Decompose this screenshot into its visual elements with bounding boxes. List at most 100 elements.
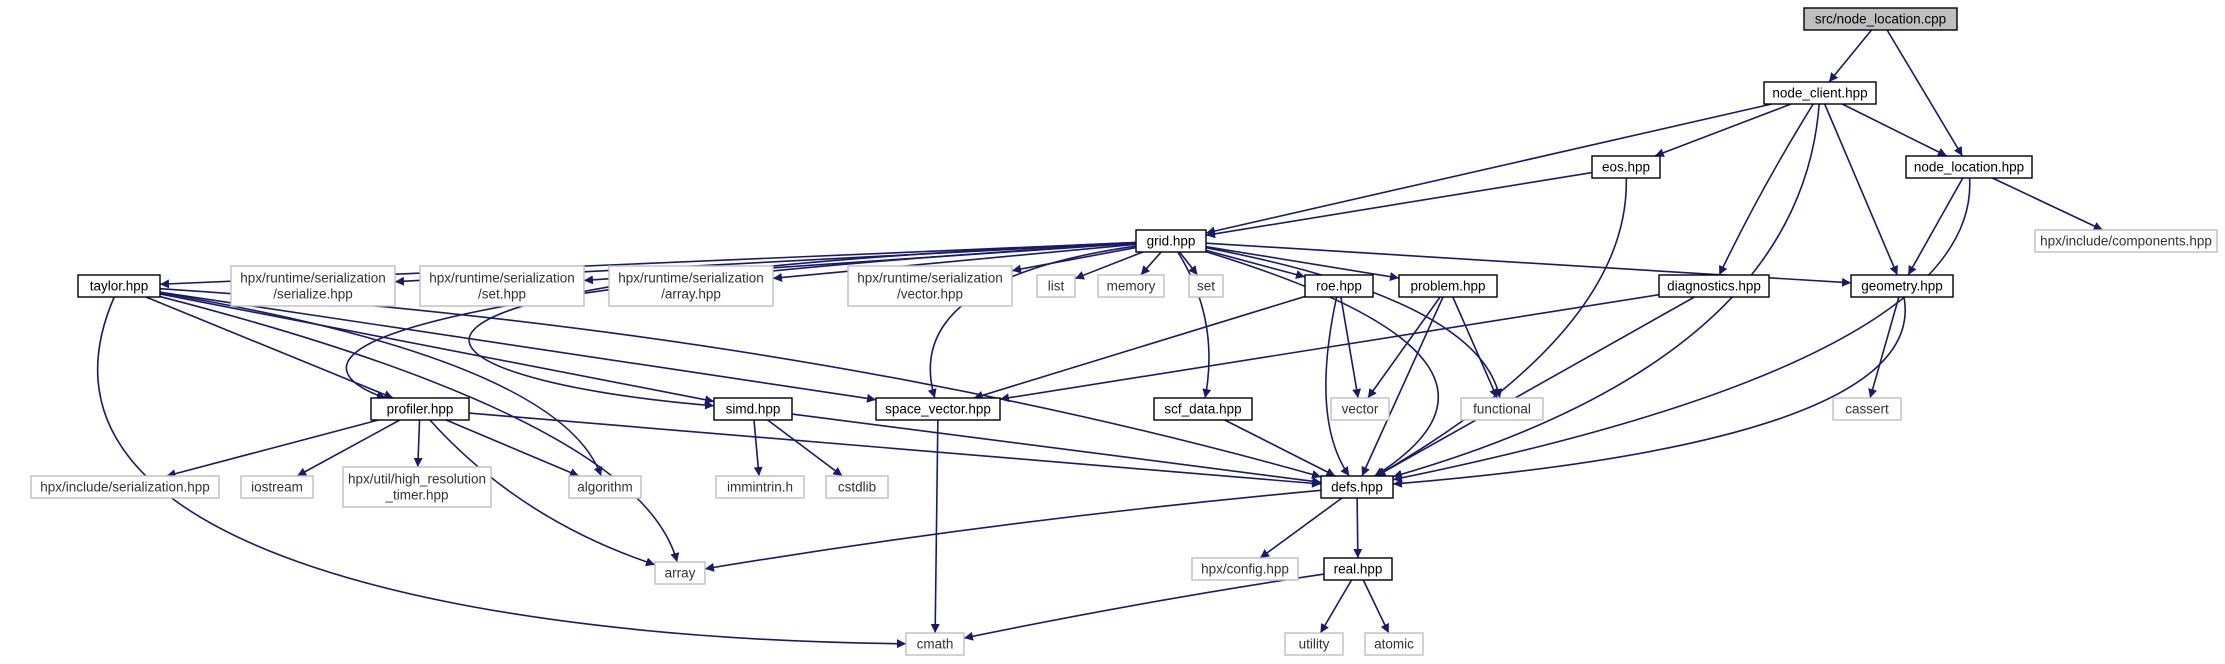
edge-eos_hpp-to-defs_hpp <box>1375 177 1628 477</box>
edge-line <box>1205 249 1306 279</box>
edge-simd_hpp-to-cstdlib <box>767 419 843 477</box>
node-defs-hpp[interactable]: defs.hpp <box>1320 475 1394 499</box>
edge-grid_hpp-to-scf_data_hpp <box>1177 251 1212 399</box>
node-label: scf_data.hpp <box>1164 402 1241 417</box>
node-box <box>1398 274 1498 298</box>
edge-line <box>753 419 763 477</box>
edge-line <box>1205 246 1503 399</box>
node-box <box>2034 229 2218 253</box>
node-label: hpx/runtime/serialization <box>618 271 764 286</box>
edge-taylor_hpp-to-cmath <box>97 296 907 649</box>
node-space-vector-hpp[interactable]: space_vector.hpp <box>875 397 1001 421</box>
node-eos-hpp[interactable]: eos.hpp <box>1591 155 1661 179</box>
node-cmath: cmath <box>905 632 965 656</box>
node-label: hpx/include/serialization.hpp <box>40 480 210 495</box>
edge-line <box>1375 177 1628 477</box>
edge-line <box>1868 296 1900 399</box>
edge-line <box>1178 251 1199 276</box>
node-utility: utility <box>1284 632 1344 656</box>
node-box <box>825 475 889 499</box>
node-algorithm: algorithm <box>568 475 642 499</box>
edge-real_hpp-to-atomic <box>1362 579 1390 634</box>
edge-simd_hpp-to-immintrin_h <box>753 419 763 477</box>
node-label: grid.hpp <box>1147 234 1196 249</box>
node-box <box>847 265 1013 307</box>
node-box <box>1097 274 1165 298</box>
edge-grid_hpp-to-set <box>1178 251 1199 276</box>
edge-roe_hpp-to-vector <box>1340 296 1362 399</box>
node-box <box>1191 557 1299 581</box>
edge-simd_hpp-to-defs_hpp <box>791 413 1322 486</box>
edge-grid_hpp-to-functional <box>1205 246 1503 399</box>
edge-line <box>1886 29 1964 157</box>
node-real-hpp[interactable]: real.hpp <box>1323 557 1393 581</box>
node-profiler-hpp[interactable]: profiler.hpp <box>370 397 470 421</box>
node-label: cstdlib <box>838 480 876 495</box>
node-grid-hpp[interactable]: grid.hpp <box>1135 229 1207 253</box>
edge-line <box>1361 296 1444 477</box>
edge-scf_data_hpp-to-defs_hpp <box>1224 419 1336 477</box>
node-box <box>1284 632 1344 656</box>
edge-line <box>930 419 940 634</box>
node-box <box>230 265 396 307</box>
node-box <box>1832 397 1902 421</box>
edge-line <box>1362 579 1390 634</box>
edge-grid_hpp-to-profiler_hpp <box>345 242 1137 400</box>
edge-defs_hpp-to-hpx_config_hpp <box>1259 497 1343 559</box>
node-diagnostics-hpp[interactable]: diagnostics.hpp <box>1658 274 1770 298</box>
edge-diagnostics_hpp-to-space_vector_hpp <box>999 293 1660 403</box>
edge-line <box>97 296 907 649</box>
node-box <box>1763 81 1877 105</box>
node-roe-hpp[interactable]: roe.hpp <box>1304 274 1374 298</box>
edge-line <box>1392 103 1820 479</box>
node-box <box>30 475 220 499</box>
node-src-node-location-cpp[interactable]: src/node_location.cpp <box>1803 7 1958 31</box>
edge-line <box>1823 103 1899 276</box>
edge-line <box>145 296 394 399</box>
node-label: cassert <box>1845 402 1889 417</box>
edge-taylor_hpp-to-space_vector_hpp <box>159 291 877 403</box>
node-label: node_client.hpp <box>1772 86 1867 101</box>
node-geometry-hpp[interactable]: geometry.hpp <box>1850 274 1954 298</box>
edge-line <box>468 241 1137 410</box>
node-simd-hpp[interactable]: simd.hpp <box>713 397 793 421</box>
node-box <box>654 561 706 585</box>
node-box <box>240 475 314 499</box>
node-label: defs.hpp <box>1331 480 1383 495</box>
node-functional: functional <box>1460 397 1544 421</box>
edge-node_client_hpp-to-defs_hpp <box>1392 103 1820 479</box>
node-label: profiler.hpp <box>387 402 454 417</box>
node-problem-hpp[interactable]: problem.hpp <box>1398 274 1498 298</box>
edge-taylor_hpp-to-profiler_hpp <box>145 296 394 399</box>
node-taylor-hpp[interactable]: taylor.hpp <box>77 274 161 298</box>
edge-line <box>1718 103 1814 276</box>
edge-line <box>1140 251 1162 276</box>
node-node-client-hpp[interactable]: node_client.hpp <box>1763 81 1877 105</box>
node-box <box>419 265 585 307</box>
node-vector: vector <box>1330 397 1390 421</box>
node-box <box>1135 229 1207 253</box>
edge-line <box>791 413 1322 486</box>
edge-line <box>772 243 1137 282</box>
edge-line <box>468 412 1322 488</box>
edge-grid_hpp-to-array_hpp <box>772 243 1137 282</box>
edge-real_hpp-to-cmath <box>963 573 1325 641</box>
node-hpx-include-components-hpp: hpx/include/components.hpp <box>2034 229 2218 253</box>
node-label: /serialize.hpp <box>273 287 353 302</box>
edge-line <box>1452 296 1498 399</box>
edge-problem_hpp-to-functional <box>1452 296 1498 399</box>
node-scf-data-hpp[interactable]: scf_data.hpp <box>1153 397 1253 421</box>
node-cassert: cassert <box>1832 397 1902 421</box>
node-set-hpp: hpx/runtime/serialization/set.hpp <box>419 265 585 307</box>
node-label: array <box>665 566 696 581</box>
edge-line <box>1991 177 2104 231</box>
node-label: diagnostics.hpp <box>1667 279 1761 294</box>
node-box <box>875 397 1001 421</box>
edge-real_hpp-to-utility <box>1319 579 1353 634</box>
node-atomic: atomic <box>1364 632 1424 656</box>
edge-line <box>999 293 1660 403</box>
node-box <box>1323 557 1393 581</box>
edge-line <box>345 242 1137 400</box>
node-node-location-hpp[interactable]: node_location.hpp <box>1905 155 2033 179</box>
